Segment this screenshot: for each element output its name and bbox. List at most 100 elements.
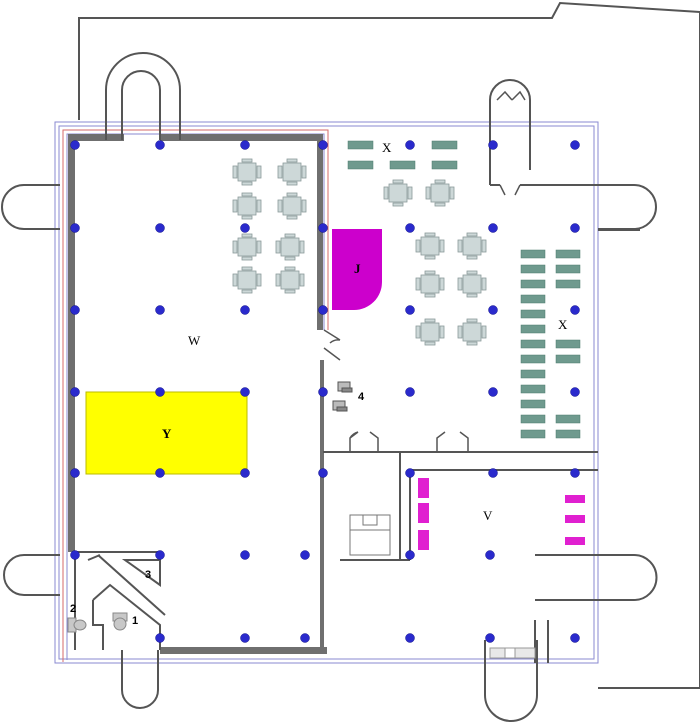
chair-set: [383, 179, 413, 207]
table-bar: [520, 324, 546, 334]
chair-part: [237, 196, 257, 216]
chair-part: [241, 289, 253, 294]
chair-part: [466, 318, 478, 323]
chair-part: [424, 318, 436, 323]
table-bar: [520, 399, 546, 409]
column-dot: [155, 140, 165, 150]
chair-part: [462, 274, 482, 294]
column-dot: [485, 550, 495, 560]
table-bar: [555, 354, 581, 364]
column-dot: [240, 223, 250, 233]
column-dot: [240, 633, 250, 643]
chair-part: [457, 277, 463, 291]
toilet-icon: [67, 612, 128, 633]
entrance-grille: [489, 647, 536, 659]
chair-set: [457, 232, 487, 260]
column-dot: [318, 387, 328, 397]
chair-part: [284, 266, 296, 271]
chair-part: [457, 239, 463, 253]
column-dot: [155, 387, 165, 397]
number-1-label: 1: [132, 615, 138, 627]
chair-set: [415, 270, 445, 298]
column-dot: [318, 468, 328, 478]
column-dot: [240, 387, 250, 397]
chair-part: [466, 293, 478, 298]
chair-set: [415, 318, 445, 346]
chair-part: [424, 270, 436, 275]
table-bar: [555, 279, 581, 289]
room-v-label: V: [483, 508, 493, 523]
chair-part: [241, 215, 253, 220]
table-bar: [520, 249, 546, 259]
column-dot: [240, 140, 250, 150]
chair-part: [420, 236, 440, 256]
chair-part: [434, 202, 446, 207]
chair-part: [241, 233, 253, 238]
chair-part: [481, 277, 487, 291]
table-bar: [520, 384, 546, 394]
chair-part: [241, 181, 253, 186]
room-w-label: W: [188, 333, 201, 348]
chair-part: [457, 325, 463, 339]
chair-part: [286, 181, 298, 186]
column-dot: [300, 550, 310, 560]
chair-part: [425, 186, 431, 200]
room-x-right-label: X: [558, 317, 568, 332]
column-dot: [488, 223, 498, 233]
chair-set: [275, 266, 305, 294]
table-bar: [431, 160, 458, 170]
chair-part: [388, 183, 408, 203]
table-bar: [431, 140, 458, 150]
column-dot: [240, 468, 250, 478]
table-bar: [347, 160, 374, 170]
table-bar: [520, 354, 546, 364]
column-dot: [318, 223, 328, 233]
chair-part: [466, 270, 478, 275]
chair-set: [457, 318, 487, 346]
outer-boundary: [78, 1, 700, 689]
chair-part: [420, 274, 440, 294]
chair-part: [241, 192, 253, 197]
chair-part: [277, 199, 283, 213]
chair-part: [241, 158, 253, 163]
chair-set: [232, 192, 262, 220]
table-bar: [555, 339, 581, 349]
chair-part: [280, 237, 300, 257]
chair-part: [424, 341, 436, 346]
chair-set: [425, 179, 455, 207]
chair-part: [301, 199, 307, 213]
chair-part: [241, 266, 253, 271]
chair-set: [277, 158, 307, 186]
room-w-walls: [68, 134, 327, 654]
chair-part: [232, 240, 238, 254]
chair-part: [256, 199, 262, 213]
room-j-label: J: [354, 261, 361, 276]
chair-set: [232, 158, 262, 186]
chair-part: [280, 270, 300, 290]
chair-part: [232, 199, 238, 213]
chair-set: [415, 232, 445, 260]
chair-set: [277, 192, 307, 220]
column-dot: [70, 140, 80, 150]
chair-part: [275, 273, 281, 287]
chair-part: [232, 165, 238, 179]
column-dot: [70, 387, 80, 397]
chair-part: [481, 239, 487, 253]
chair-part: [392, 179, 404, 184]
chair-part: [439, 277, 445, 291]
chair-part: [439, 325, 445, 339]
chair-part: [284, 256, 296, 261]
chair-part: [415, 277, 421, 291]
column-dot: [405, 633, 415, 643]
chair-part: [466, 232, 478, 237]
column-dot: [318, 305, 328, 315]
chair-part: [383, 186, 389, 200]
chair-part: [275, 240, 281, 254]
table-bar: [520, 294, 546, 304]
column-dot: [70, 305, 80, 315]
chair-part: [301, 165, 307, 179]
column-dot: [70, 468, 80, 478]
stair-box: [349, 514, 391, 556]
table-bar: [520, 429, 546, 439]
column-dot: [570, 305, 580, 315]
